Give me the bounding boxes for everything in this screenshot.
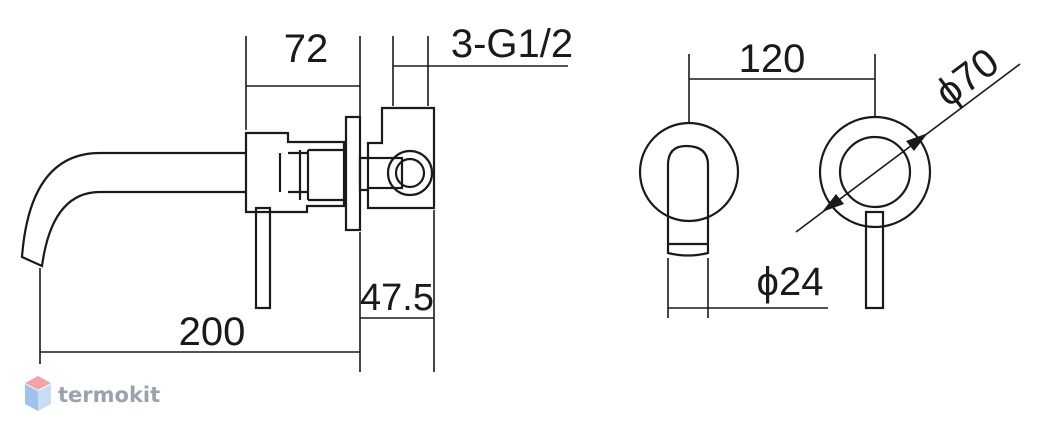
logo-brand-text: termokit bbox=[58, 383, 160, 407]
spout-base bbox=[244, 131, 346, 214]
dim-200-label: 200 bbox=[179, 310, 246, 354]
dim-phi-70: ϕ70 bbox=[795, 40, 1021, 233]
spout-body bbox=[20, 151, 246, 268]
dim-phi-70-label: ϕ70 bbox=[927, 40, 1007, 115]
dim-phi-24: ϕ24 bbox=[667, 258, 828, 318]
logo-cube-right bbox=[38, 384, 51, 411]
dim-47-5-label: 47.5 bbox=[360, 277, 434, 319]
logo-cube-left bbox=[25, 384, 38, 411]
side-view: 72 3-G1/2 200 47.5 bbox=[20, 22, 573, 372]
dim-thread: 3-G1/2 bbox=[392, 22, 573, 106]
wall-plate-side bbox=[344, 115, 362, 232]
dim-47-5: 47.5 bbox=[360, 210, 435, 372]
dim-thread-label: 3-G1/2 bbox=[451, 22, 573, 66]
spout-front bbox=[666, 144, 710, 257]
dim-120: 120 bbox=[688, 37, 876, 124]
lever-handle-side bbox=[254, 206, 272, 310]
spout-rosette bbox=[638, 121, 740, 223]
dim-72: 72 bbox=[245, 27, 361, 130]
lever-handle-front bbox=[864, 210, 885, 310]
dim-200: 200 bbox=[39, 232, 361, 372]
valve-connector bbox=[386, 149, 434, 197]
dim-120-label: 120 bbox=[739, 37, 806, 81]
logo-cube-top bbox=[25, 376, 51, 390]
inwall-body bbox=[358, 106, 436, 210]
termokit-logo: termokit bbox=[25, 376, 160, 411]
front-view: 120 ϕ70 ϕ24 bbox=[638, 37, 1021, 318]
dim-72-label: 72 bbox=[284, 27, 329, 71]
dim-phi-24-label: ϕ24 bbox=[757, 260, 824, 304]
